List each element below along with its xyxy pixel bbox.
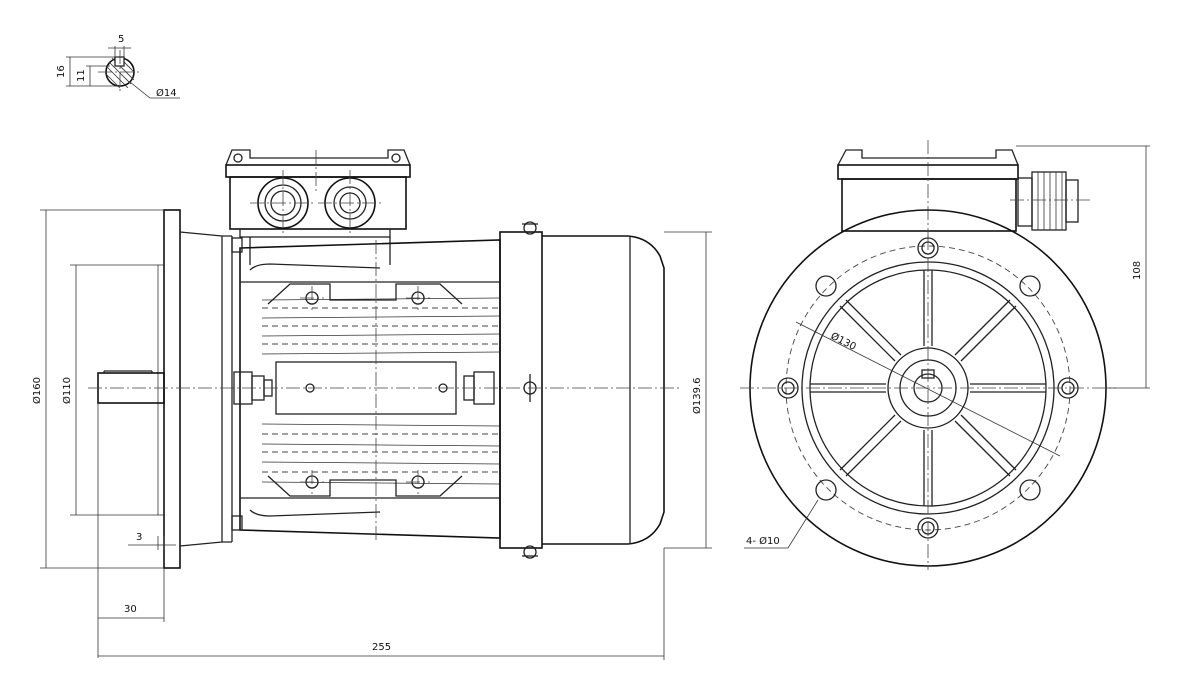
fan-cover [499,221,665,559]
dim-terminal-height: 108 [1132,261,1143,280]
dim-shaft-diameter: Ø14 [156,87,177,99]
flange [163,209,181,569]
side-view: Ø160 Ø110 Ø139.6 3 30 255 [31,149,712,660]
dim-bolt-circle: Ø130 [829,330,858,353]
dim-spigot-depth: 3 [136,532,142,543]
dim-flange-diameter: Ø160 [31,377,43,404]
end-view: Ø130 4- Ø10 108 [740,140,1150,570]
dim-body-diameter: Ø139.6 [691,378,703,415]
flange-holes [815,275,1041,501]
shaft-section-detail: 5 16 11 Ø14 [56,34,180,99]
dim-shaft-11: 11 [76,69,87,82]
terminal-box [225,149,411,265]
dim-overall-length: 255 [372,642,391,653]
dim-key-width: 5 [118,34,124,45]
spokes [810,270,1046,506]
end-view-terminal-box [837,140,1092,240]
dim-spigot-diameter: Ø110 [61,377,73,404]
dim-shaft-16: 16 [56,65,67,78]
dim-holes: 4- Ø10 [746,535,780,547]
dim-shaft-length: 30 [124,604,137,615]
